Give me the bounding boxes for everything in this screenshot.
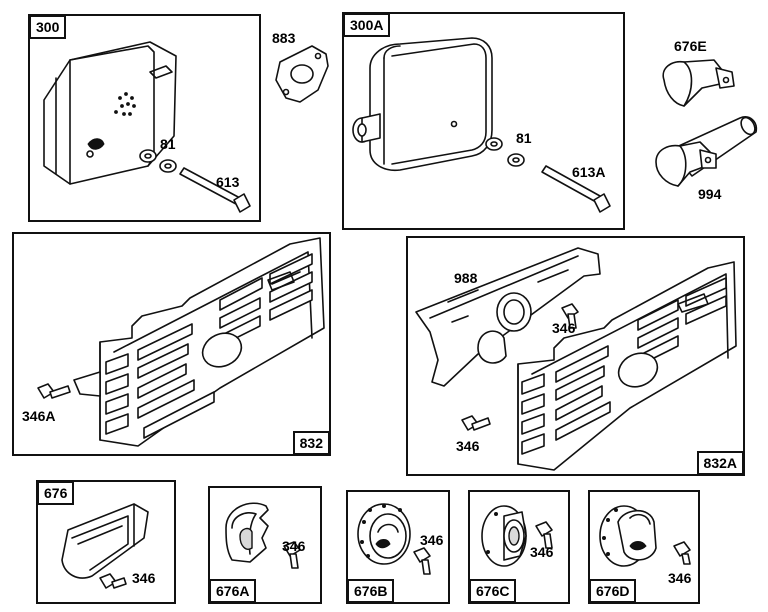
callout-346: 346: [530, 544, 554, 560]
part-number-676c: 676C: [469, 579, 517, 603]
gasket-883: [276, 46, 328, 102]
frame-deflector-676: 676 346: [36, 480, 176, 604]
muffler-300a-drawing: [344, 14, 627, 232]
callout-613a: 613A: [572, 164, 606, 180]
part-number-676b: 676B: [347, 579, 395, 603]
callout-346: 346: [456, 438, 480, 454]
deflector-676-body: [62, 504, 148, 578]
heat-shield-832-drawing: [14, 234, 333, 458]
deflector-676d-drawing: [590, 492, 702, 606]
callout-346: 346: [132, 570, 156, 586]
deflector-676a-body: [226, 503, 268, 562]
muffler-300a-body: [353, 38, 492, 170]
screw-346-lower: [462, 416, 490, 430]
screw-346a: [38, 384, 70, 398]
frame-muffler-300a: 300A 81 613A: [342, 12, 625, 230]
deflector-676c-body: [482, 506, 526, 566]
deflector-676-drawing: [38, 482, 178, 606]
muffler-300-body: [44, 42, 176, 184]
bolt-613a: [542, 166, 610, 212]
screw-346: [284, 542, 300, 568]
deflector-676b-drawing: [348, 492, 452, 606]
frame-heat-shield-832: 832: [12, 232, 331, 456]
callout-994: 994: [698, 186, 722, 202]
washer-81: [140, 150, 176, 172]
callout-346: 346: [420, 532, 444, 548]
deflector-676a-drawing: [210, 488, 324, 606]
callout-346a: 346A: [22, 408, 56, 424]
washer-81: [486, 138, 524, 166]
part-number-676d: 676D: [589, 579, 637, 603]
frame-deflector-676d: 676D 346: [588, 490, 700, 604]
screw-346: [674, 542, 690, 564]
part-number-676a: 676A: [209, 579, 257, 603]
callout-613: 613: [216, 174, 240, 190]
clamp-676e: [663, 60, 734, 106]
frame-deflector-676c: 676C 346: [468, 490, 570, 604]
part-number-832: 832: [292, 431, 330, 455]
frame-deflector-676b: 676B 346: [346, 490, 450, 604]
screw-346: [100, 574, 126, 588]
deflector-676b-body: [358, 504, 410, 564]
screw-346: [414, 548, 430, 574]
bracket-988: [416, 248, 600, 386]
callout-81: 81: [160, 136, 176, 152]
vent-slots: [106, 254, 312, 438]
callout-346: 346: [282, 538, 306, 554]
bolt-613: [180, 168, 250, 212]
heat-shield-832a-drawing: [408, 238, 747, 478]
deflector-676c-drawing: [470, 492, 572, 606]
screw-346-upper: [562, 304, 578, 328]
screw-346: [536, 522, 552, 548]
muffler-300-drawing: [30, 16, 263, 224]
heat-shield-832-body: [74, 238, 324, 446]
callout-81: 81: [516, 130, 532, 146]
deflector-676d-body: [600, 506, 656, 566]
callout-883: 883: [272, 30, 296, 46]
callout-346: 346: [668, 570, 692, 586]
part-number-832a: 832A: [696, 451, 744, 475]
pipe-994: [656, 115, 758, 186]
part-number-300: 300: [29, 15, 67, 39]
part-number-676: 676: [37, 481, 75, 505]
frame-muffler-300: 300 81 613: [28, 14, 261, 222]
vent-dots: [115, 93, 136, 116]
frame-deflector-676a: 676A 346: [208, 486, 322, 604]
heat-shield-832a-body: [518, 262, 736, 470]
callout-988: 988: [454, 270, 478, 286]
callout-346: 346: [552, 320, 576, 336]
part-number-300a: 300A: [343, 13, 391, 37]
frame-heat-shield-832a: 832A: [406, 236, 745, 476]
callout-676e: 676E: [674, 38, 707, 54]
